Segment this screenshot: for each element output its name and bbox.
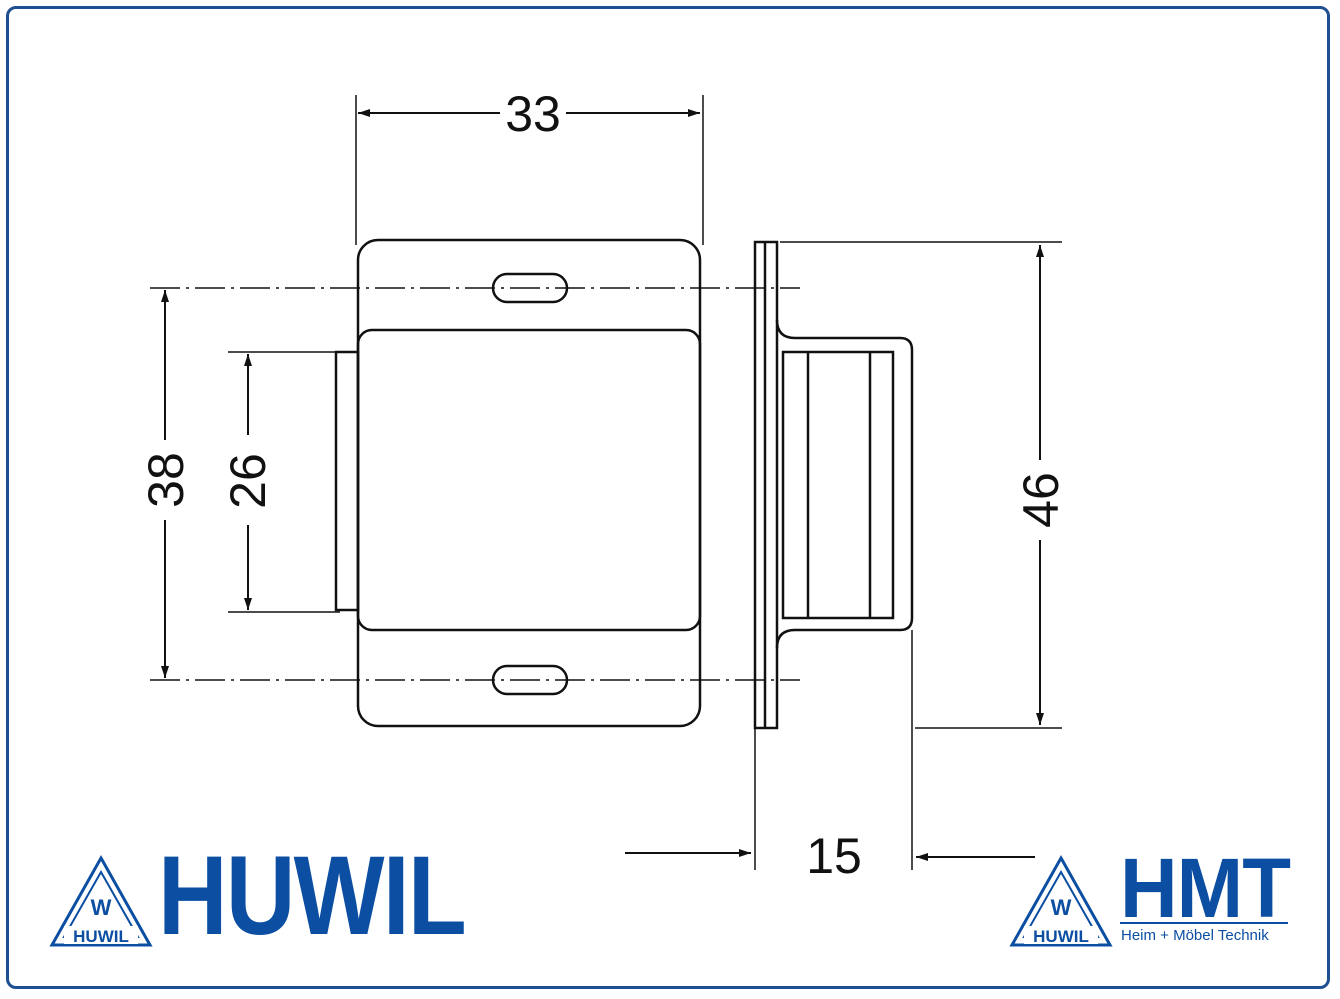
dimension-lines (161, 109, 1044, 861)
triangle-letter-left: W (91, 895, 112, 920)
side-housing (775, 319, 914, 649)
border-frame (6, 6, 1330, 989)
huwil-wordmark: HUWIL (158, 833, 467, 958)
extension-lines (228, 95, 1062, 870)
huwil-triangle-logo-left: W HUWIL (49, 854, 153, 947)
side-view (753, 240, 914, 730)
dim-height-38: 38 (138, 452, 194, 508)
side-magnet (781, 350, 895, 620)
dim-height-26: 26 (220, 453, 276, 509)
front-protrusion (334, 350, 360, 612)
center-lines (150, 287, 800, 681)
dim-height-46: 46 (1013, 472, 1069, 528)
hmt-wordmark: HMT (1120, 841, 1291, 935)
hmt-underline (1120, 922, 1288, 924)
front-plate-outline (356, 238, 702, 728)
front-view (334, 238, 702, 728)
huwil-triangle-logo-right: W HUWIL (1009, 854, 1113, 947)
dim-width-33: 33 (505, 86, 561, 142)
triangle-band-right: HUWIL (1033, 927, 1089, 946)
front-magnet-body (356, 328, 702, 632)
dim-depth-15: 15 (806, 828, 862, 884)
triangle-letter-right: W (1051, 895, 1072, 920)
triangle-band-left: HUWIL (73, 927, 129, 946)
hmt-subtitle: Heim + Möbel Technik (1121, 927, 1269, 944)
